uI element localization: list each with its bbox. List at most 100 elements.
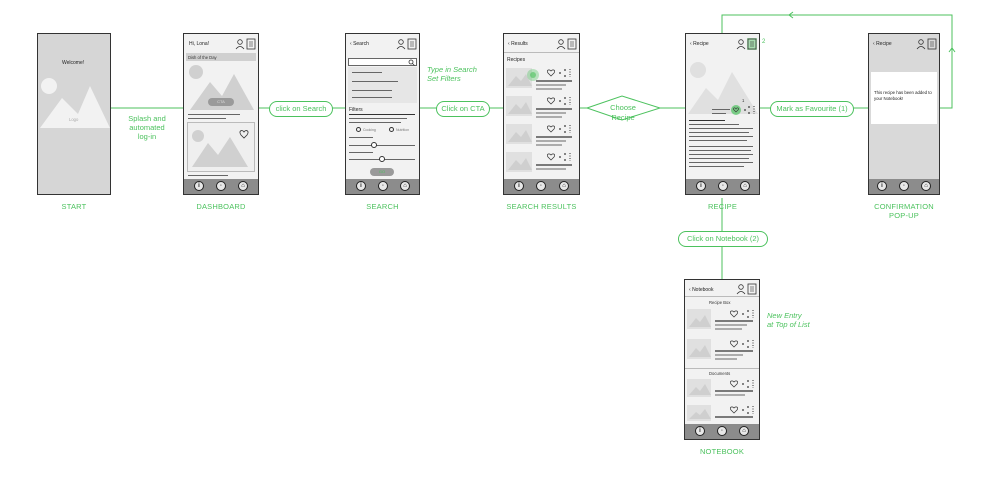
recipe-image-placeholder-icon bbox=[688, 62, 758, 114]
list-icon bbox=[747, 38, 757, 50]
back-icon[interactable]: ‹ bbox=[873, 41, 877, 47]
back-icon[interactable]: ‹ bbox=[689, 287, 693, 293]
documents-list bbox=[687, 379, 754, 421]
home-icon[interactable]: ⌂ bbox=[238, 181, 248, 191]
go-button[interactable]: GO bbox=[370, 168, 394, 176]
list-icon bbox=[747, 283, 757, 295]
bottom-tab-bar: i ◦ ⌂ bbox=[346, 179, 419, 194]
home-icon[interactable]: ⌂ bbox=[740, 181, 750, 191]
recipes-heading: Recipes bbox=[507, 57, 526, 63]
back-icon[interactable]: ‹ bbox=[350, 41, 354, 47]
info-icon[interactable]: i bbox=[696, 181, 706, 191]
results-list bbox=[506, 68, 572, 172]
caption-notebook: NOTEBOOK bbox=[699, 447, 745, 456]
recipe-screen: ‹ Recipe 1 i ◦ ⌂ bbox=[685, 33, 760, 195]
search-results-screen: ‹ Results Recipes bbox=[503, 33, 580, 195]
dish-heading: Dish of the Day bbox=[188, 55, 217, 60]
bottom-tab-bar: i ◦ ⌂ bbox=[504, 179, 579, 194]
search-icon[interactable]: ◦ bbox=[378, 181, 388, 191]
slider-1-handle[interactable] bbox=[371, 142, 377, 148]
search-screen: ‹ Search Filters Cooking Nutrition GO i … bbox=[345, 33, 420, 195]
user-icon bbox=[736, 284, 746, 295]
edge-mark-favourite: Mark as Favourite (1) bbox=[770, 101, 854, 117]
bottom-tab-bar: i ◦ ⌂ bbox=[686, 179, 759, 194]
search-icon bbox=[408, 59, 415, 66]
search-icon[interactable]: ◦ bbox=[216, 181, 226, 191]
user-icon bbox=[736, 39, 746, 50]
list-item bbox=[506, 96, 572, 118]
info-icon[interactable]: i bbox=[695, 426, 705, 436]
recipe-title: Recipe bbox=[693, 41, 709, 47]
share-icon bbox=[744, 106, 750, 114]
radio-cooking[interactable] bbox=[356, 127, 361, 132]
home-icon[interactable]: ⌂ bbox=[739, 426, 749, 436]
search-icon[interactable]: ◦ bbox=[899, 181, 909, 191]
user-icon bbox=[556, 39, 566, 50]
confirmation-popup: This recipe has been added to your Noteb… bbox=[871, 72, 937, 124]
list-item bbox=[687, 309, 754, 330]
callout-1: 1 bbox=[742, 98, 745, 103]
search-icon[interactable]: ◦ bbox=[536, 181, 546, 191]
documents-heading: Documents bbox=[709, 371, 731, 376]
heart-icon bbox=[239, 130, 249, 139]
image-placeholder-icon bbox=[192, 130, 204, 142]
notebook-screen: ‹ Notebook Recipe Box Documents bbox=[684, 279, 760, 440]
recipe-body bbox=[689, 120, 757, 180]
user-icon bbox=[396, 39, 406, 50]
search-icon[interactable]: ◦ bbox=[717, 426, 727, 436]
home-icon[interactable]: ⌂ bbox=[559, 181, 569, 191]
caption-search: SEARCH bbox=[366, 202, 399, 211]
caption-search-results: SEARCH RESULTS bbox=[506, 202, 577, 211]
dashboard-screen: Hi, Lona! Dish of the Day CTA i ◦ ⌂ bbox=[183, 33, 259, 195]
home-icon[interactable]: ⌂ bbox=[400, 181, 410, 191]
search-input[interactable] bbox=[348, 58, 417, 66]
edge-label-splash: Splash and automated log-in bbox=[128, 114, 166, 141]
recipe-box-list bbox=[687, 309, 754, 360]
info-icon[interactable]: i bbox=[514, 181, 524, 191]
list-icon bbox=[246, 38, 256, 50]
slider-1[interactable] bbox=[349, 145, 415, 146]
user-icon bbox=[235, 39, 245, 50]
info-icon[interactable]: i bbox=[194, 181, 204, 191]
confirmation-screen: ‹ Recipe This recipe has been added to y… bbox=[868, 33, 940, 195]
filters-heading: Filters bbox=[349, 107, 363, 113]
cta-button[interactable]: CTA bbox=[208, 98, 234, 106]
welcome-text: Welcome! bbox=[62, 60, 85, 66]
option-cooking: Cooking bbox=[363, 128, 376, 132]
slider-2-handle[interactable] bbox=[379, 156, 385, 162]
search-title: Search bbox=[353, 41, 369, 47]
notebook-title: Notebook bbox=[692, 287, 714, 293]
bottom-tab-bar: i ◦ ⌂ bbox=[869, 179, 939, 194]
logo-image-placeholder-icon bbox=[40, 78, 110, 128]
caption-recipe: RECIPE bbox=[707, 202, 738, 211]
radio-nutrition[interactable] bbox=[389, 127, 394, 132]
list-icon bbox=[407, 38, 417, 50]
recipe-box-heading: Recipe Box bbox=[709, 300, 731, 305]
note-notebook: New Entry at Top of List bbox=[767, 311, 810, 329]
edge-choose-recipe: Choose Recipe bbox=[610, 103, 636, 122]
list-icon bbox=[567, 38, 577, 50]
bottom-tab-bar: i ◦ ⌂ bbox=[685, 424, 759, 439]
home-icon[interactable]: ⌂ bbox=[921, 181, 931, 191]
list-item bbox=[506, 124, 572, 146]
arrow-up-icon bbox=[948, 47, 956, 53]
back-icon[interactable]: ‹ bbox=[508, 41, 512, 47]
search-icon[interactable]: ◦ bbox=[718, 181, 728, 191]
caption-confirmation: CONFIRMATION POP-UP bbox=[874, 202, 934, 220]
dish-card[interactable] bbox=[187, 122, 255, 172]
greeting: Hi, Lona! bbox=[189, 41, 210, 47]
back-icon[interactable]: ‹ bbox=[690, 41, 694, 47]
info-icon[interactable]: i bbox=[356, 181, 366, 191]
logo-text: Logo bbox=[69, 117, 79, 122]
list-icon bbox=[927, 38, 937, 50]
dish-image-placeholder-icon bbox=[189, 65, 254, 110]
edge-click-search: click on Search bbox=[269, 101, 333, 117]
note-search: Type in Search Set Filters bbox=[427, 65, 477, 83]
bottom-tab-bar: i ◦ ⌂ bbox=[184, 179, 258, 194]
caption-start: START bbox=[61, 202, 87, 211]
list-item bbox=[687, 339, 754, 360]
edge-click-notebook: Click on Notebook (2) bbox=[678, 231, 768, 247]
info-icon[interactable]: i bbox=[877, 181, 887, 191]
edge-click-cta: Click on CTA bbox=[436, 101, 490, 117]
